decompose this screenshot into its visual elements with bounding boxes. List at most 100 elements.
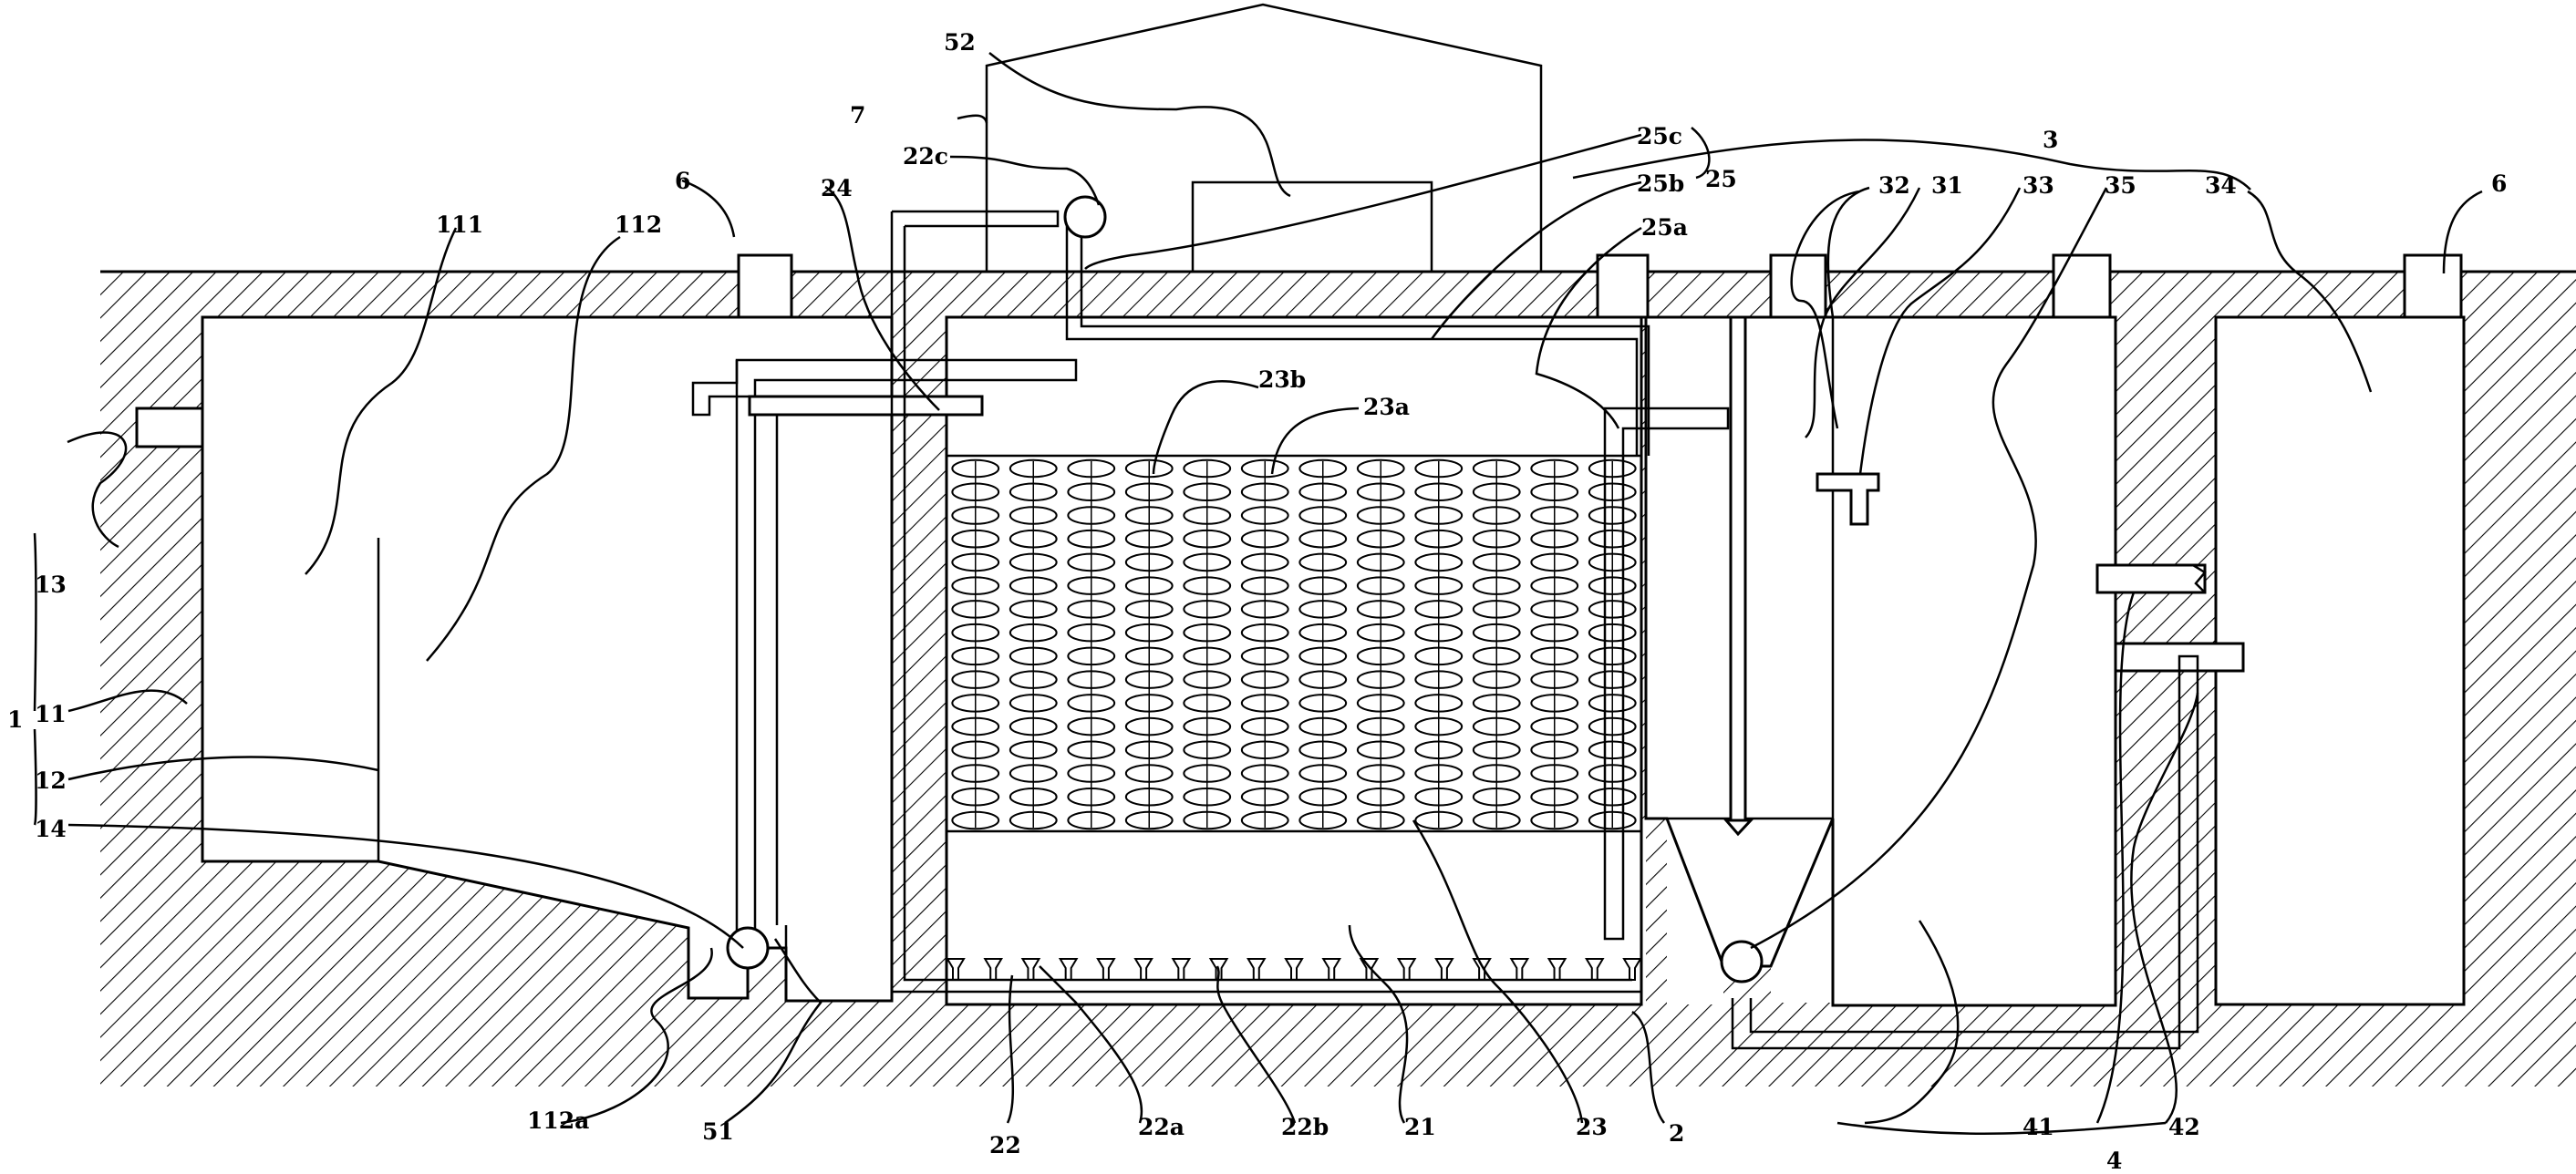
filler-element [1240,670,1289,689]
filler-element [951,694,1000,713]
filler-element [1240,740,1289,760]
filler-element [1183,764,1232,783]
label-22c: 22c [903,143,948,170]
filler-element [951,788,1000,807]
label-25a: 25a [1641,214,1688,241]
filler-element [1298,764,1348,783]
filler-element [1530,670,1579,689]
tank-4 [2095,253,2466,1006]
filler-element [1240,529,1289,549]
filler-element [1414,623,1464,643]
filler-element [1588,482,1637,501]
filler-element [1298,600,1348,619]
reference-labels: 1 2 3 4 6 6 7 11 12 13 14 111 112 112a 2… [7,29,2507,1174]
filler-element [951,576,1000,595]
blower-22c [1063,195,1107,239]
filler-element [1298,694,1348,713]
filler-element [1240,646,1289,666]
filler-element [1240,506,1289,525]
filler-element [1183,788,1232,807]
filler-element [1124,788,1174,807]
filler-element [951,764,1000,783]
filler-element [1240,764,1289,783]
filler-element [1472,646,1521,666]
filler-element [1009,552,1058,572]
filler-element [1356,788,1405,807]
label-41: 41 [2023,1114,2054,1140]
filler-element [1183,740,1232,760]
label-21: 21 [1404,1114,1436,1140]
filler-element [1298,740,1348,760]
filler-element [1124,458,1174,479]
filler-element [951,552,1000,572]
filler-element [1124,600,1174,619]
filler-element [1472,810,1521,830]
filler-element [1183,623,1232,643]
filler-element [1414,482,1464,501]
filler-element [1298,670,1348,689]
vent-cap-right [2403,253,2463,319]
filler-element [1356,623,1405,643]
filler-element [1530,576,1579,595]
filler-element [1356,458,1405,479]
filler-element [1183,506,1232,525]
filler-element [951,670,1000,689]
label-25c: 25c [1637,123,1682,149]
tank-1 [135,253,894,1003]
filler-element [1472,670,1521,689]
filler-element [1183,529,1232,549]
filler-element [951,810,1000,830]
outlet-fitting [1816,472,1880,526]
control-box-52 [1191,180,1433,273]
filler-element [1356,506,1405,525]
filler-element [1124,529,1174,549]
label-6-right: 6 [2491,170,2507,197]
filler-element [1067,623,1116,643]
filler-element [1183,552,1232,572]
filler-element [1530,694,1579,713]
filler-element [1356,552,1405,572]
label-111: 111 [436,211,483,238]
filler-element [1588,788,1637,807]
filler-element [1414,529,1464,549]
filler-element [1472,623,1521,643]
filler-element [1588,716,1637,736]
label-24: 24 [821,175,853,201]
label-33: 33 [2023,172,2054,199]
filler-element [1356,716,1405,736]
filler-element [1183,810,1232,830]
filler-element [1588,646,1637,666]
filler-element [1183,458,1232,479]
filler-element [1183,694,1232,713]
tank-3 [1644,253,2117,1007]
filler-element [1298,646,1348,666]
filler-element [1588,764,1637,783]
filler-element [1009,458,1058,479]
label-32: 32 [1878,172,1910,199]
filler-element [1414,552,1464,572]
filler-element [1530,646,1579,666]
filler-element [1067,600,1116,619]
filler-element [1067,529,1116,549]
filler-element [1240,788,1289,807]
label-22: 22 [989,1132,1021,1159]
filler-element [1067,646,1116,666]
filler-element [1124,506,1174,525]
vent-cap-left [737,253,793,319]
label-51: 51 [702,1118,734,1145]
filler-element [1472,529,1521,549]
filler-element [1298,529,1348,549]
filler-element [1414,740,1464,760]
filler-element [1183,670,1232,689]
filler-element [1124,552,1174,572]
filler-element [951,482,1000,501]
filler-element [1356,600,1405,619]
leader-lines [33,52,2483,1135]
filler-element [1124,694,1174,713]
filler-elements [951,458,1637,830]
filler-element [1530,623,1579,643]
filler-element [1183,482,1232,501]
filler-element [1298,506,1348,525]
filler-element [1009,788,1058,807]
filler-element [1298,716,1348,736]
